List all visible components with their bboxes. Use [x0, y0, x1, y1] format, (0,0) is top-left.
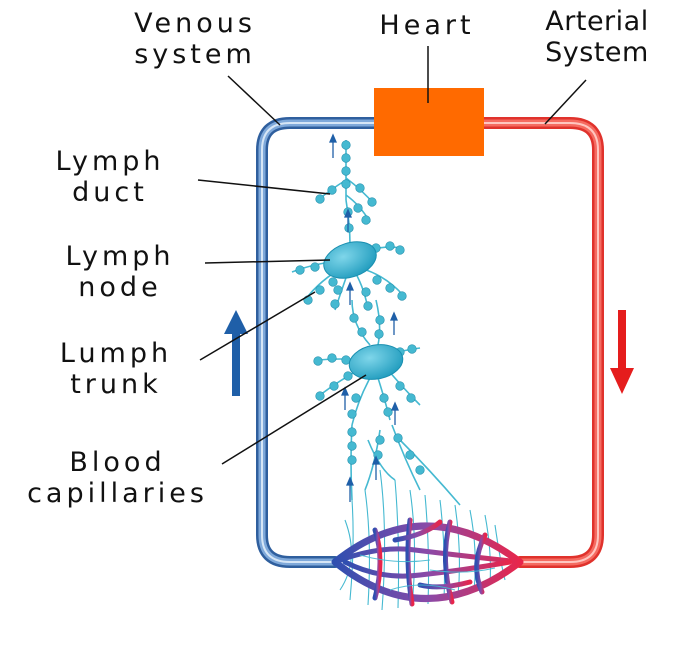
lower-lymph-node — [348, 344, 404, 380]
label-lumph-trunk-line1: Lumph — [59, 338, 173, 369]
lymph-bead — [363, 301, 373, 311]
lymph-bead — [344, 223, 354, 233]
lymph-bead — [327, 185, 337, 195]
lymph-bead — [383, 407, 393, 417]
label-venous-line2: system — [134, 39, 256, 70]
label-heart: Heart — [360, 10, 494, 41]
lymph-bead — [295, 265, 305, 275]
lymph-bead — [347, 409, 357, 419]
lymph-bead — [330, 299, 340, 309]
lymph-bead — [315, 391, 325, 401]
lymph-bead — [341, 140, 351, 150]
lymph-bead — [385, 283, 395, 293]
lymph-bead — [357, 327, 367, 337]
label-blood-cap-line1: Blood — [69, 447, 166, 478]
label-arterial-system: Arterial System — [535, 6, 659, 68]
lymph-bead — [374, 329, 384, 339]
arterial-vessel — [477, 117, 604, 568]
upper-lymph-node — [323, 241, 377, 279]
lymph-bead — [393, 433, 403, 443]
label-venous-line1: Venous — [134, 8, 256, 39]
venous-flow-arrow-up — [224, 310, 248, 396]
label-venous-system: Venous system — [110, 8, 280, 70]
label-arterial-line1: Arterial — [545, 6, 649, 37]
label-lumph-trunk: Lumph trunk — [46, 338, 186, 400]
label-lymph-node: Lymph node — [50, 241, 190, 303]
arterial-flow-arrow-down — [610, 310, 634, 394]
lymph-duct-leader — [197, 179, 331, 195]
lymph-bead — [407, 344, 417, 354]
lymph-bead — [361, 215, 371, 225]
label-lymph-node-line1: Lymph — [65, 241, 175, 272]
lymph-bead — [315, 194, 325, 204]
lymph-bead — [343, 371, 353, 381]
lymph-bead — [379, 393, 389, 403]
lymph-bead — [361, 287, 371, 297]
lymph-bead — [397, 291, 407, 301]
lumph-trunk-leader — [199, 291, 316, 361]
lymph-bead — [367, 197, 377, 207]
lymph-bead — [375, 315, 385, 325]
lymph-bead — [341, 179, 351, 189]
lymph-bead — [315, 285, 325, 295]
lymph-bead — [355, 183, 365, 193]
lymph-bead — [353, 203, 363, 213]
lymph-bead — [349, 313, 359, 323]
label-arterial-line2: System — [545, 37, 649, 68]
heart-box — [374, 88, 484, 156]
lymph-bead — [328, 277, 338, 287]
lymph-bead — [351, 393, 361, 403]
label-lymph-duct-line1: Lymph — [55, 146, 165, 177]
lymph-bead — [313, 356, 323, 366]
venous-leader — [227, 75, 281, 126]
lymph-flow-arrows — [329, 133, 399, 502]
label-lymph-node-line2: node — [78, 272, 162, 303]
leader-lines — [197, 46, 587, 465]
lymph-bead — [310, 262, 320, 272]
arterial-leader — [544, 79, 587, 125]
lymph-bead — [333, 285, 343, 295]
lymph-vessel-beads — [295, 140, 425, 475]
lymph-node-leader — [204, 259, 331, 264]
lymph-bead — [347, 441, 357, 451]
lymph-bead — [385, 241, 395, 251]
lymph-bead — [375, 435, 385, 445]
lymph-bead — [329, 381, 339, 391]
lymph-bead — [341, 153, 351, 163]
lymph-bead — [415, 465, 425, 475]
lymph-bead — [372, 275, 382, 285]
lymph-vessel-network — [291, 140, 461, 506]
capillary-bed — [331, 469, 524, 611]
label-lymph-duct-line2: duct — [72, 177, 148, 208]
blood-capillaries-leader — [221, 374, 367, 465]
label-lymph-duct: Lymph duct — [40, 146, 180, 208]
label-heart-text: Heart — [379, 10, 475, 41]
label-lumph-trunk-line2: trunk — [70, 369, 162, 400]
lymph-bead — [327, 353, 337, 363]
lymph-bead — [347, 427, 357, 437]
lymph-bead — [405, 450, 415, 460]
label-blood-cap-line2: capillaries — [27, 478, 208, 509]
lymph-bead — [395, 381, 405, 391]
lymph-bead — [395, 245, 405, 255]
label-blood-capillaries: Blood capillaries — [10, 447, 225, 509]
lymph-bead — [347, 455, 357, 465]
lymph-bead — [406, 393, 416, 403]
lymph-bead — [341, 166, 351, 176]
